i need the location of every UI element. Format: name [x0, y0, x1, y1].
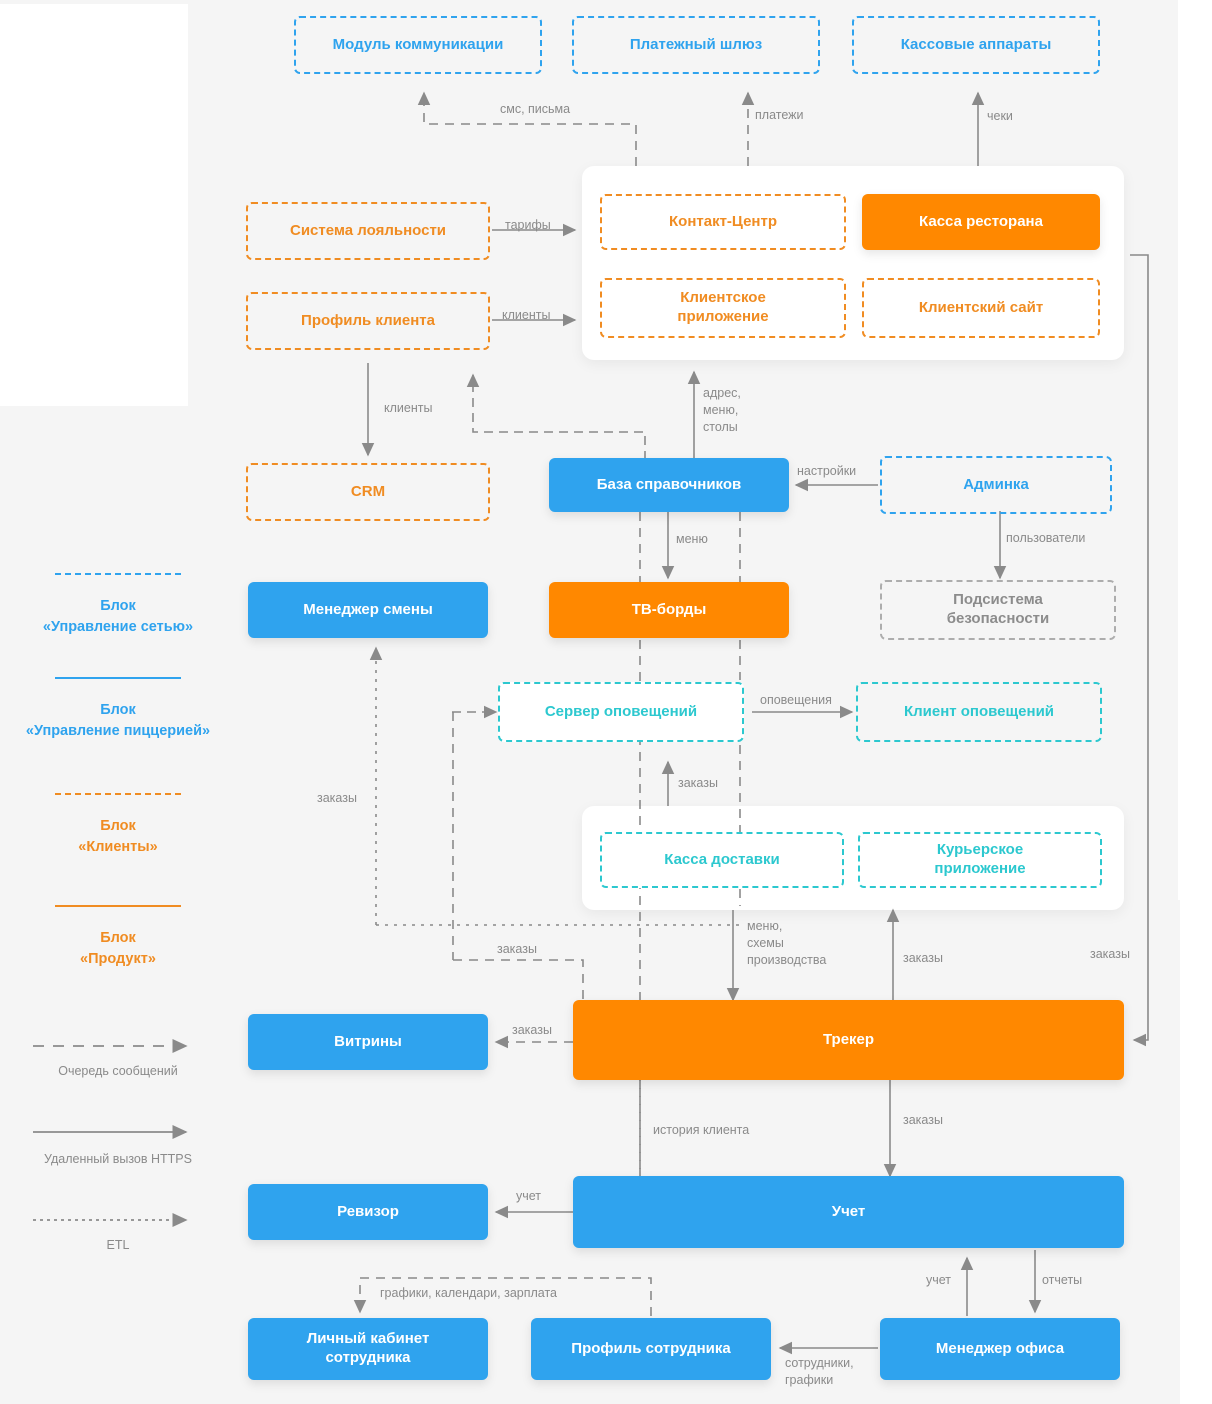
- node-notification-client[interactable]: Клиент оповещений: [856, 682, 1102, 742]
- node-security-subsystem[interactable]: Подсистема безопасности: [880, 580, 1116, 640]
- node-label: Клиентский сайт: [918, 298, 1044, 316]
- node-admin-panel[interactable]: Админка: [880, 456, 1112, 514]
- node-communication-module[interactable]: Модуль коммуникации: [294, 16, 542, 74]
- edge-label-menu-production-schemes: меню, схемы производства: [747, 919, 827, 967]
- node-label: Витрины: [334, 1032, 402, 1050]
- edge-label-employees-schedules: сотрудники, графики: [785, 1356, 854, 1387]
- edge-label-clients-right: клиенты: [502, 308, 551, 322]
- edge-label-orders-left-column: заказы: [317, 791, 357, 805]
- node-showcases[interactable]: Витрины: [248, 1014, 488, 1070]
- legend-rule-pizzeria: [55, 677, 181, 679]
- edge-label-receipts: чеки: [987, 109, 1013, 123]
- node-label: Подсистема безопасности: [946, 591, 1050, 627]
- edge-label-reports: отчеты: [1042, 1273, 1083, 1287]
- background-panel-top-left: [0, 4, 188, 406]
- legend-rule-clients: [55, 793, 181, 795]
- node-office-manager[interactable]: Менеджер офиса: [880, 1318, 1120, 1380]
- node-label: Профиль клиента: [301, 311, 435, 329]
- node-employee-profile[interactable]: Профиль сотрудника: [531, 1318, 771, 1380]
- node-label: Профиль сотрудника: [571, 1339, 731, 1357]
- node-label: Контакт-Центр: [669, 212, 777, 230]
- edge-label-tariffs: тарифы: [505, 218, 551, 232]
- node-client-site[interactable]: Клиентский сайт: [862, 278, 1100, 338]
- node-employee-cabinet[interactable]: Личный кабинет сотрудника: [248, 1318, 488, 1380]
- node-cash-registers[interactable]: Кассовые аппараты: [852, 16, 1100, 74]
- node-accounting[interactable]: Учет: [573, 1176, 1124, 1248]
- node-delivery-cashdesk[interactable]: Касса доставки: [600, 832, 844, 888]
- node-label: Админка: [963, 475, 1029, 493]
- edge-label-orders-tracker-to-accounting: заказы: [903, 1113, 943, 1127]
- node-reviewer[interactable]: Ревизор: [248, 1184, 488, 1240]
- node-label: CRM: [350, 482, 386, 500]
- edge-label-orders-to-notify-server: заказы: [678, 776, 718, 790]
- legend-label-message-queue: Очередь сообщений: [58, 1064, 178, 1078]
- node-shift-manager[interactable]: Менеджер смены: [248, 582, 488, 638]
- legend-item-network: Блок «Управление сетью»: [42, 598, 194, 636]
- node-contact-center[interactable]: Контакт-Центр: [600, 194, 846, 250]
- node-label: Клиентское приложение: [677, 289, 769, 325]
- edge-label-sms-letters: смс, письма: [500, 102, 571, 116]
- edge-label-clients-down: клиенты: [384, 401, 433, 415]
- node-label: Учет: [831, 1202, 866, 1220]
- node-label: Курьерское приложение: [934, 841, 1026, 877]
- background-panel-right-top: [1178, 0, 1212, 900]
- edge-label-settings: настройки: [797, 464, 857, 478]
- edge-label-payments: платежи: [755, 108, 804, 122]
- edge-label-accounting-to-reviewer: учет: [516, 1189, 542, 1203]
- legend-item-product: Блок «Продукт»: [80, 930, 156, 968]
- legend-item-clients: Блок «Клиенты»: [78, 818, 158, 856]
- edge-label-orders-mid: заказы: [497, 942, 537, 956]
- legend-label-etl: ETL: [106, 1238, 130, 1252]
- legend-label-https: Удаленный вызов HTTPS: [44, 1152, 192, 1166]
- node-crm[interactable]: CRM: [246, 463, 490, 521]
- node-label: Система лояльности: [289, 221, 447, 239]
- node-label: Менеджер смены: [303, 600, 433, 618]
- node-reference-db[interactable]: База справочников: [549, 458, 789, 512]
- node-label: Менеджер офиса: [935, 1339, 1065, 1357]
- edge-label-menu: меню: [676, 532, 708, 546]
- legend-rule-network: [55, 573, 181, 575]
- node-label: Трекер: [822, 1030, 875, 1048]
- node-client-app[interactable]: Клиентское приложение: [600, 278, 846, 338]
- node-label: Ревизор: [337, 1202, 399, 1220]
- node-label: База справочников: [596, 475, 742, 493]
- node-tv-boards[interactable]: ТВ-борды: [549, 582, 789, 638]
- node-restaurant-cashdesk[interactable]: Касса ресторана: [862, 194, 1100, 250]
- edge-label-accounting-up: учет: [926, 1273, 952, 1287]
- edge-label-notifications: оповещения: [760, 693, 832, 707]
- node-loyalty-system[interactable]: Система лояльности: [246, 202, 490, 260]
- node-label: Клиент оповещений: [903, 702, 1055, 720]
- background-panel-bottom-right: [1180, 900, 1212, 1404]
- node-label: ТВ-борды: [631, 600, 707, 618]
- legend-rule-product: [55, 905, 181, 907]
- edge-label-schedules-calendars-salary: графики, календари, зарплата: [380, 1286, 558, 1300]
- node-label: Модуль коммуникации: [332, 35, 504, 53]
- node-tracker[interactable]: Трекер: [573, 1000, 1124, 1080]
- edge-label-orders-up-to-tracker: заказы: [903, 951, 943, 965]
- edge-label-orders-far-right: заказы: [1090, 947, 1130, 961]
- node-label: Платежный шлюз: [629, 35, 763, 53]
- node-label: Касса доставки: [664, 850, 780, 868]
- node-client-profile[interactable]: Профиль клиента: [246, 292, 490, 350]
- edge-label-client-history: история клиента: [653, 1123, 750, 1137]
- node-label: Касса ресторана: [919, 212, 1043, 230]
- node-label: Сервер оповещений: [544, 702, 698, 720]
- edge-label-orders-to-showcases: заказы: [512, 1023, 552, 1037]
- node-label: Кассовые аппараты: [900, 35, 1052, 53]
- legend-item-pizzeria: Блок «Управление пиццерией»: [25, 702, 211, 740]
- edge-label-users: пользователи: [1006, 531, 1086, 545]
- legend-arrow-icons: [33, 1038, 188, 1228]
- node-notification-server[interactable]: Сервер оповещений: [498, 682, 744, 742]
- edge-label-address-menu-tables: адрес, меню, столы: [703, 386, 741, 434]
- node-courier-app[interactable]: Курьерское приложение: [858, 832, 1102, 888]
- node-payment-gateway[interactable]: Платежный шлюз: [572, 16, 820, 74]
- node-label: Личный кабинет сотрудника: [306, 1330, 430, 1366]
